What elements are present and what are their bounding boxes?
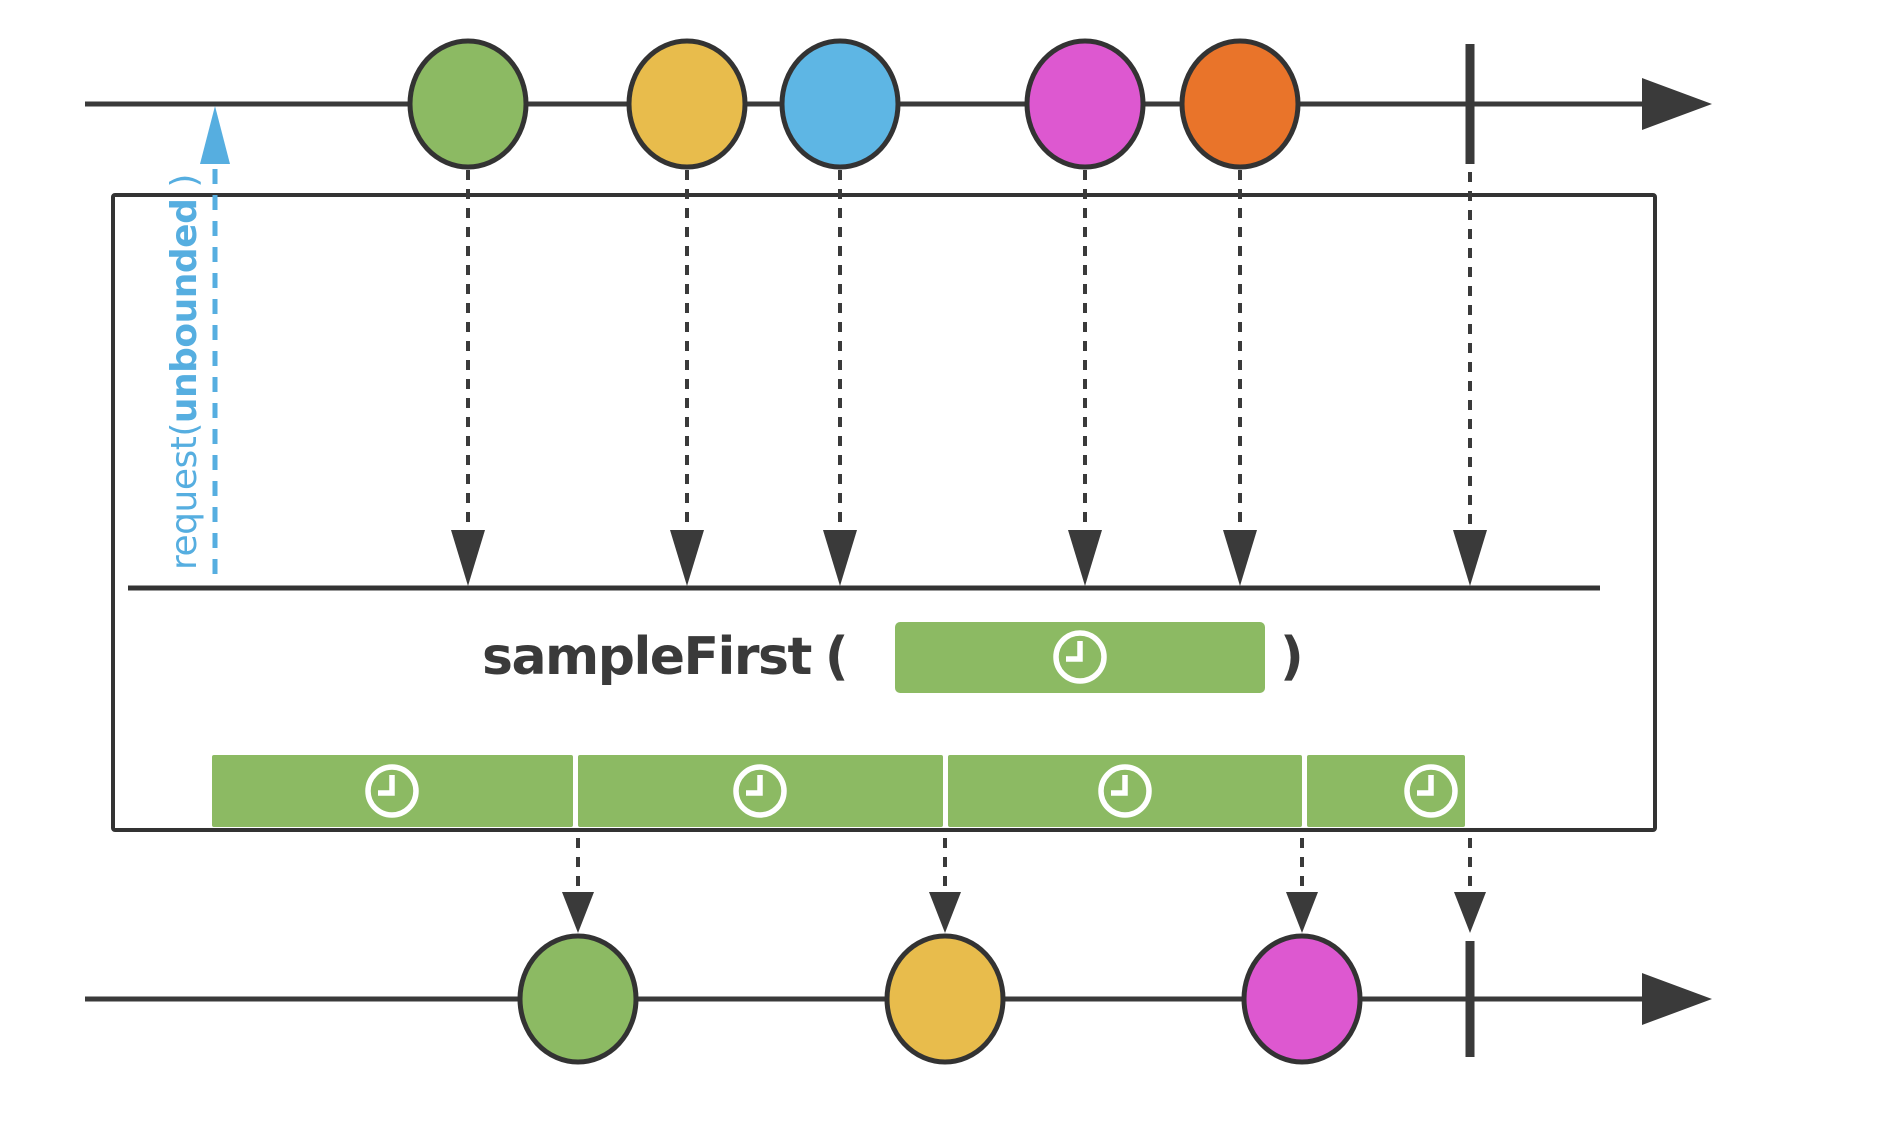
request-arrowhead-icon — [200, 106, 230, 164]
drop-arrow-completion — [1453, 172, 1487, 586]
window-clock-icon — [733, 764, 787, 818]
window-clock-icon — [365, 764, 419, 818]
operator-name: sampleFirst( — [482, 627, 847, 687]
operator-open-paren: ( — [825, 627, 847, 687]
input-marble-blue — [779, 38, 901, 170]
request-label-emphasis: unbounded — [164, 199, 205, 423]
request-label-suffix: ) — [164, 174, 205, 199]
input-marble-magenta — [1024, 38, 1146, 170]
input-timeline-arrowhead-icon — [1642, 78, 1712, 130]
output-marble-green — [517, 933, 639, 1065]
window-clock-icon — [1404, 764, 1458, 818]
output-timeline — [85, 933, 1712, 1065]
sampler-window-4 — [1307, 755, 1465, 827]
request-arrow: request(unbounded ) — [164, 106, 230, 574]
drop-arrow — [670, 170, 704, 586]
input-drop-arrows — [451, 170, 1487, 586]
sampler-windows — [212, 755, 1465, 827]
drop-arrow — [1223, 170, 1257, 586]
output-timeline-arrowhead-icon — [1642, 973, 1712, 1025]
drop-arrow — [562, 838, 594, 933]
input-marble-yellow — [626, 38, 748, 170]
operator-signature: sampleFirst( ) — [482, 622, 1304, 693]
drop-arrow — [451, 170, 485, 586]
input-marbles — [407, 38, 1301, 170]
output-marble-yellow — [884, 933, 1006, 1065]
output-drop-arrows — [562, 838, 1486, 933]
request-label-prefix: request( — [164, 423, 205, 570]
operator-close-paren: ) — [1280, 627, 1302, 687]
clock-icon — [1053, 630, 1107, 684]
input-marble-green — [407, 38, 529, 170]
input-marble-orange — [1179, 38, 1301, 170]
request-label: request(unbounded ) — [164, 174, 205, 570]
drop-arrow — [1286, 838, 1318, 933]
operator-box — [111, 193, 1657, 832]
drop-arrow — [929, 838, 961, 933]
output-marble-magenta — [1241, 933, 1363, 1065]
window-clock-icon — [1098, 764, 1152, 818]
drop-arrow — [1068, 170, 1102, 586]
drop-arrow — [823, 170, 857, 586]
drop-arrow-completion — [1454, 838, 1486, 933]
